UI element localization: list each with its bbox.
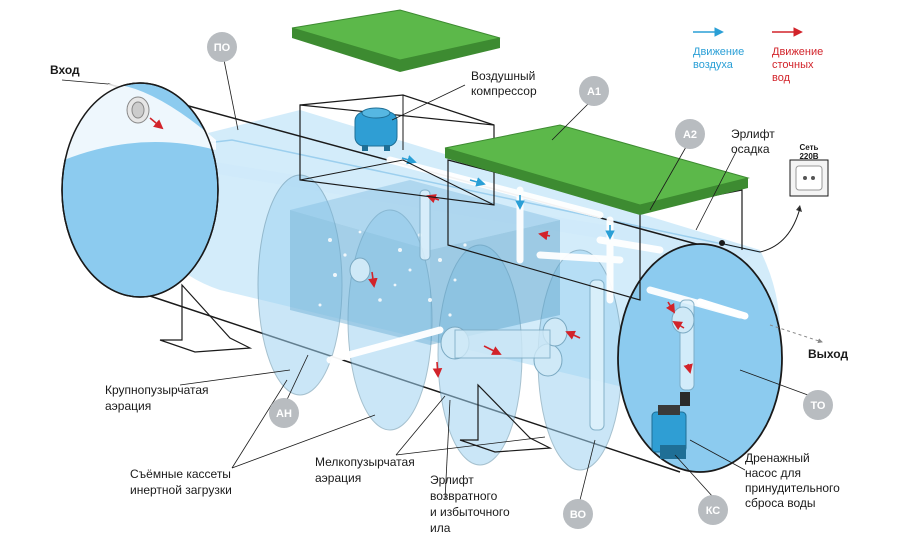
compressor-label-line2: компрессор [471, 84, 537, 98]
legend-water-line3: вод [772, 72, 791, 84]
fine-aeration-label-line1: Мелкопузырчатая [315, 455, 415, 469]
legend-air-line2: воздуха [693, 59, 734, 71]
badge-to-text: ТО [810, 400, 825, 412]
inlet-pipe [126, 96, 150, 124]
drain-pump-label-line4: сброса воды [745, 496, 816, 510]
return-airlift-label-line4: ила [430, 521, 451, 535]
sludge-airlift-label-line1: Эрлифт [731, 127, 775, 141]
badge-a2: А2 [675, 119, 705, 149]
drain-pump-label-line3: принудительного [745, 481, 840, 495]
coarse-aeration-label-line2: аэрация [105, 399, 151, 413]
compressor-housing [299, 94, 495, 206]
inlet-label: Вход [50, 63, 80, 77]
tank-right-cap [617, 243, 783, 473]
tank-body [61, 82, 783, 473]
badge-vo: ВО [563, 499, 593, 529]
sludge-airlift-label-line2: осадка [731, 142, 770, 156]
drain-pump-label-line2: насос для [745, 466, 801, 480]
badge-a1: А1 [579, 76, 609, 106]
tank-supports [159, 283, 553, 453]
legend-water-line2: сточных [772, 59, 814, 71]
badge-po-text: ПО [214, 42, 231, 54]
badge-a2-text: А2 [683, 129, 697, 141]
air-compressor-device [354, 107, 398, 151]
legend-water-line1: Движение [772, 46, 823, 58]
cassettes-label-line2: инертной загрузки [130, 483, 232, 497]
cassettes-label-line1: Съёмные кассеты [130, 467, 231, 481]
badge-ks-text: КС [706, 505, 721, 517]
socket-label-line2: 220В [799, 152, 818, 161]
badge-an: АН [269, 398, 299, 428]
compressor-label-line1: Воздушный [471, 69, 535, 83]
badge-po: ПО [207, 32, 237, 62]
badge-vo-text: ВО [570, 509, 587, 521]
badge-an-text: АН [276, 408, 292, 420]
return-airlift-label-line3: и избыточного [430, 505, 510, 519]
legend: Движение воздуха Движение сточных вод [693, 27, 823, 84]
outlet-label: Выход [808, 347, 848, 361]
air-flow-arrows [401, 155, 615, 240]
return-airlift-label-line2: возвратного [430, 489, 498, 503]
coarse-aeration-label-line1: Крупнопузырчатая [105, 383, 209, 397]
legend-air-line1: Движение [693, 46, 744, 58]
badge-to: ТО [803, 390, 833, 420]
badge-ks: КС [698, 495, 728, 525]
drain-pump [651, 392, 690, 459]
return-airlift-label-line1: Эрлифт [430, 473, 474, 487]
fine-aeration-label-line2: аэрация [315, 471, 361, 485]
badge-a1-text: А1 [587, 86, 601, 98]
leader-lines [61, 59, 817, 501]
power-socket [719, 159, 829, 253]
socket-label-line1: Сеть [800, 143, 819, 152]
outlet-pipe [696, 298, 749, 320]
drain-pump-label-line1: Дренажный [745, 451, 810, 465]
